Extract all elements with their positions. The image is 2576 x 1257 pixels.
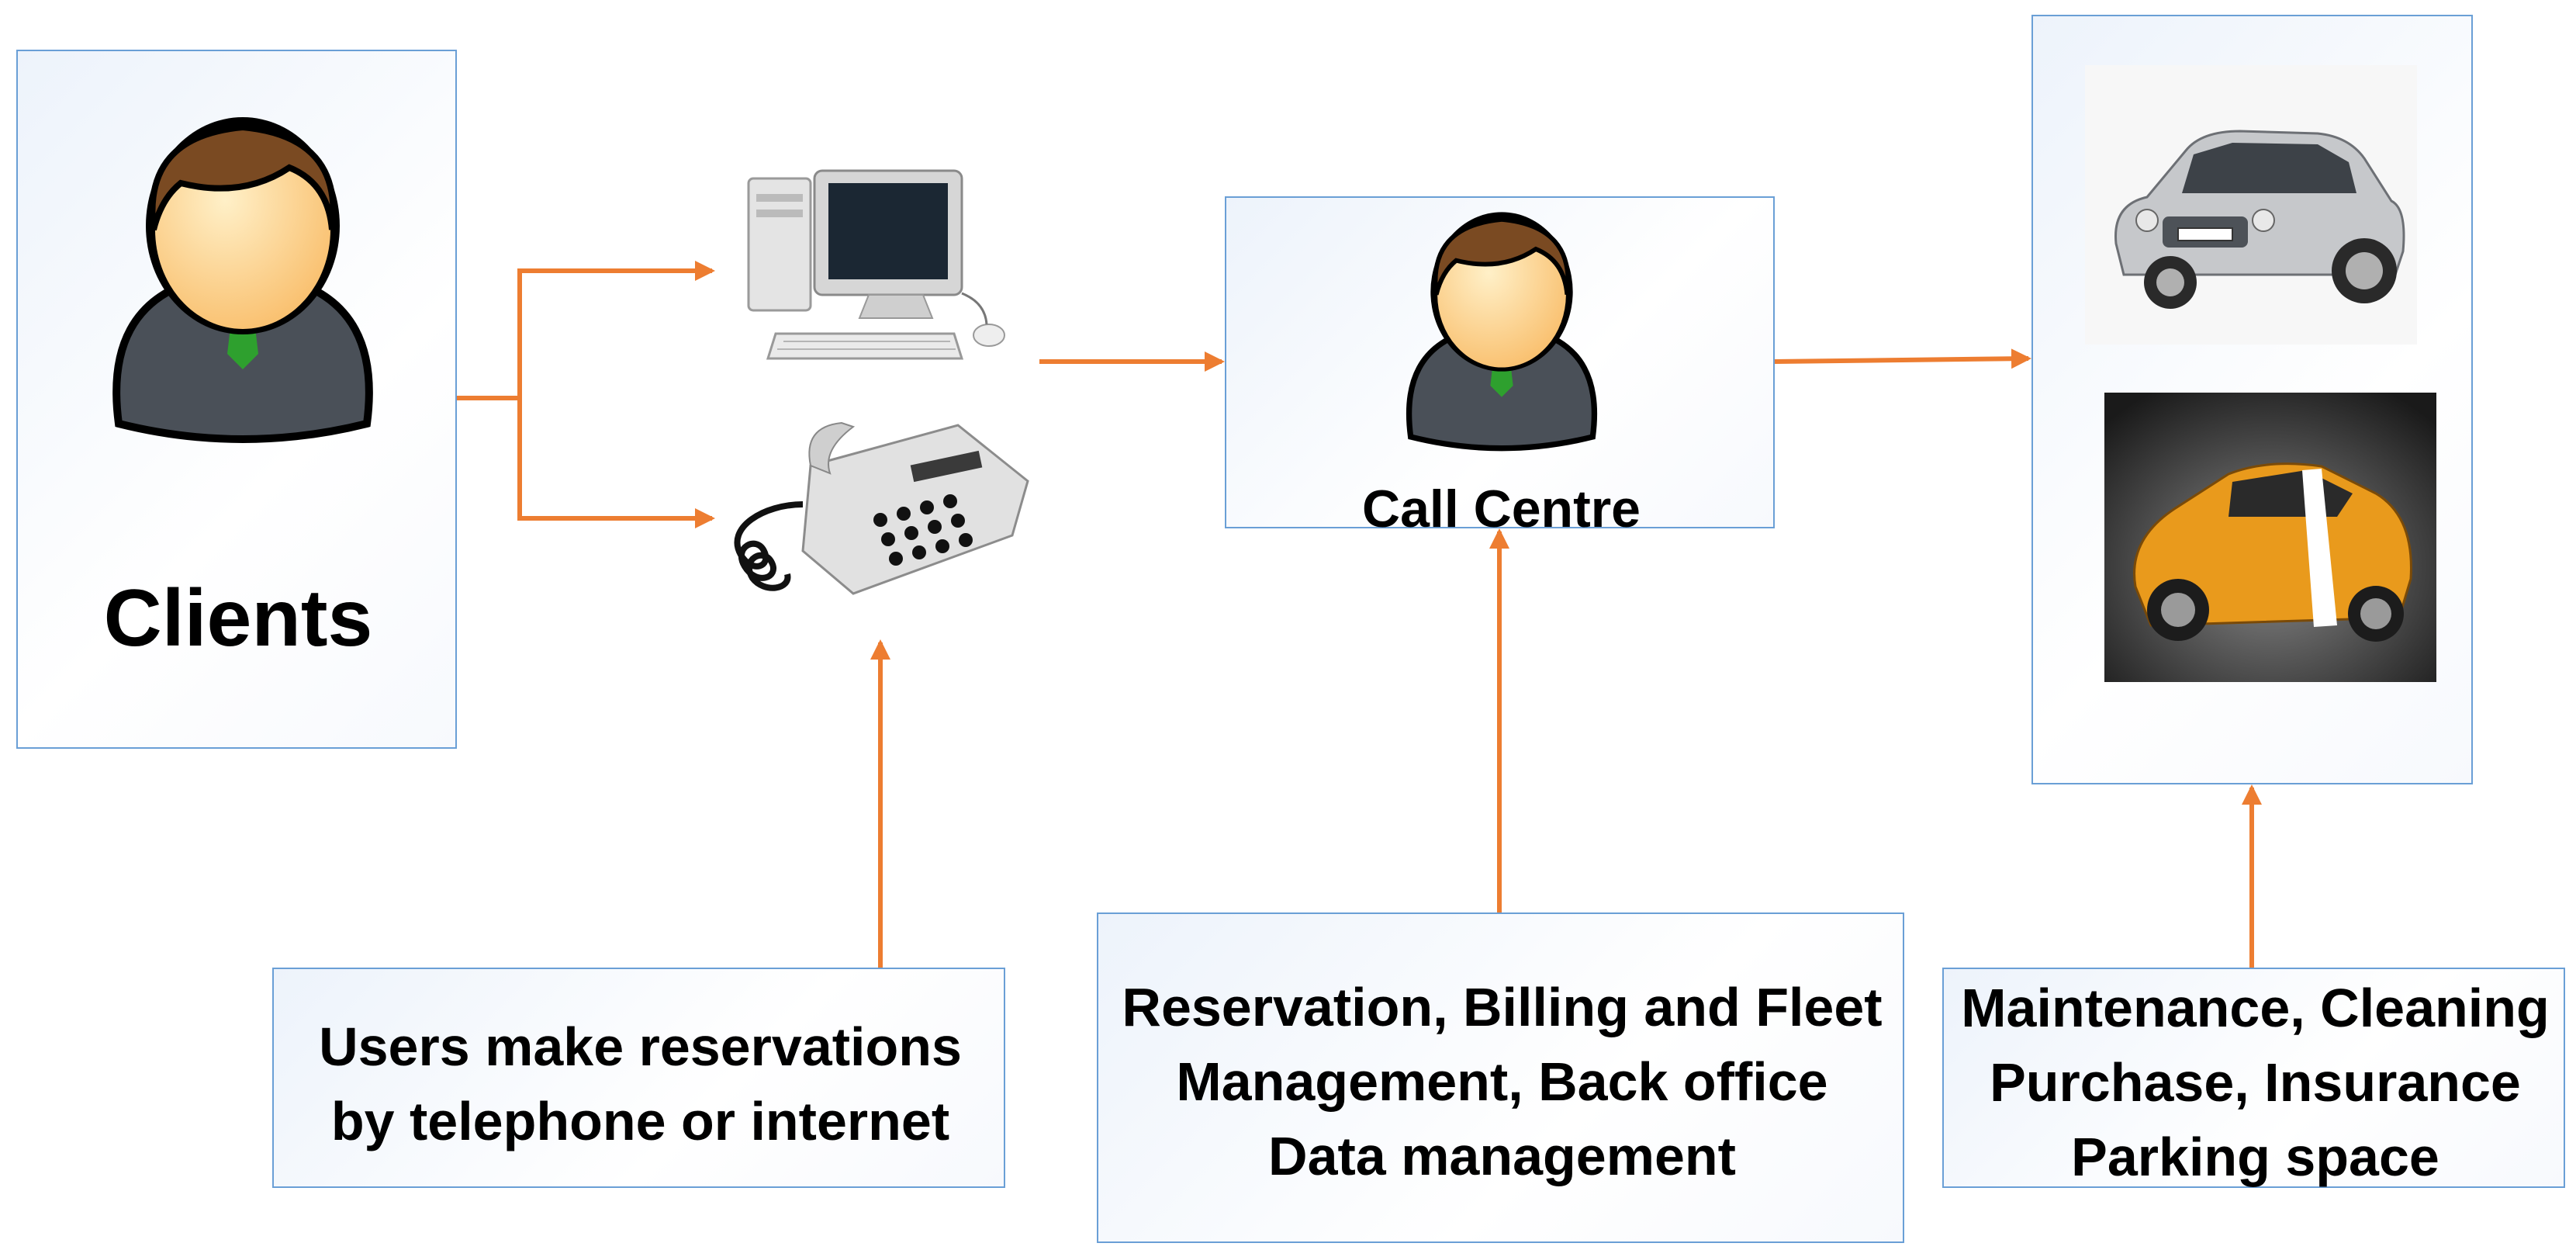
users-note-line-1: Users make reservations	[319, 1016, 962, 1077]
fleet-note-line-2: Purchase, Insurance	[1990, 1052, 2521, 1113]
silver-sedan-car-image	[2085, 65, 2417, 345]
telephone-icon	[734, 421, 1029, 595]
fleet-note-line-1: Maintenance, Cleaning	[1961, 978, 2550, 1038]
call-centre-note-line-1: Reservation, Billing and Fleet	[1122, 977, 1883, 1037]
person-icon	[1406, 212, 1598, 452]
clients-box: Clients	[16, 50, 457, 749]
users-note-line-2: by telephone or internet	[330, 1091, 950, 1151]
edge-call-centre-to-fleet	[1774, 348, 2031, 369]
call-centre-note-line-2: Management, Back office	[1176, 1051, 1828, 1112]
call-centre-note-line-3: Data management	[1268, 1126, 1736, 1186]
fleet-note-box: Maintenance, Cleaning Purchase, Insuranc…	[1942, 968, 2565, 1188]
fleet-box	[2031, 15, 2473, 784]
users-note-box: Users make reservations by telephone or …	[272, 968, 1005, 1188]
call-centre-box: Call Centre	[1225, 196, 1775, 538]
person-icon	[112, 117, 373, 443]
edge-clients-to-telephone	[517, 398, 715, 528]
call-centre-label: Call Centre	[1362, 480, 1641, 538]
call-centre-note-box: Reservation, Billing and Fleet Managemen…	[1097, 912, 1904, 1243]
fleet-note-line-3: Parking space	[2071, 1127, 2439, 1187]
computer-icon	[747, 169, 1005, 360]
edge-clients-to-computer	[517, 261, 715, 398]
orange-sports-car-image	[2104, 393, 2436, 682]
clients-label: Clients	[103, 573, 373, 663]
